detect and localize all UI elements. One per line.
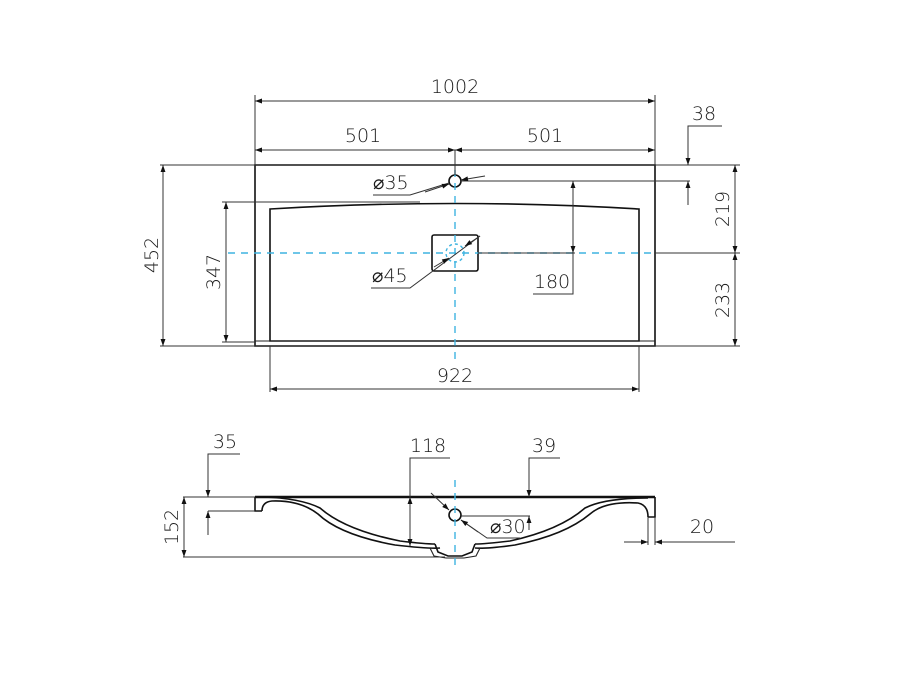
dim-overall-height: 152 <box>161 509 183 545</box>
dim-overall-depth: 452 <box>141 237 163 273</box>
dim-drain-diameter: ⌀45 <box>372 265 408 287</box>
dim-half-width-left: 501 <box>345 125 381 147</box>
dim-tap-diameter: ⌀35 <box>373 172 409 194</box>
bowl-contour <box>269 202 640 342</box>
dim-rim-thickness: 35 <box>213 431 237 453</box>
dim-upper-to-drain: 219 <box>712 191 734 227</box>
dim-drain-from-tap: 180 <box>534 271 570 293</box>
dim-overall-width: 1002 <box>431 76 479 98</box>
dim-edge-lip: 20 <box>690 516 714 538</box>
dim-tap-offset: 38 <box>692 103 716 125</box>
dim-half-width-right: 501 <box>527 125 563 147</box>
dim-drain-to-front: 233 <box>712 282 734 318</box>
drain-bottom <box>434 543 476 557</box>
dim-bowl-height: 118 <box>410 435 446 457</box>
dim-overflow-diameter: ⌀30 <box>490 516 526 538</box>
dim-bowl-depth: 347 <box>203 254 225 290</box>
dim-bowl-width: 922 <box>437 365 473 387</box>
side-view: 152 35 118 39 ⌀30 20 <box>161 431 735 565</box>
dim-overflow-offset: 39 <box>532 435 556 457</box>
top-view: 1002 501 501 38 ⌀35 ⌀45 180 452 347 219 <box>141 76 740 392</box>
